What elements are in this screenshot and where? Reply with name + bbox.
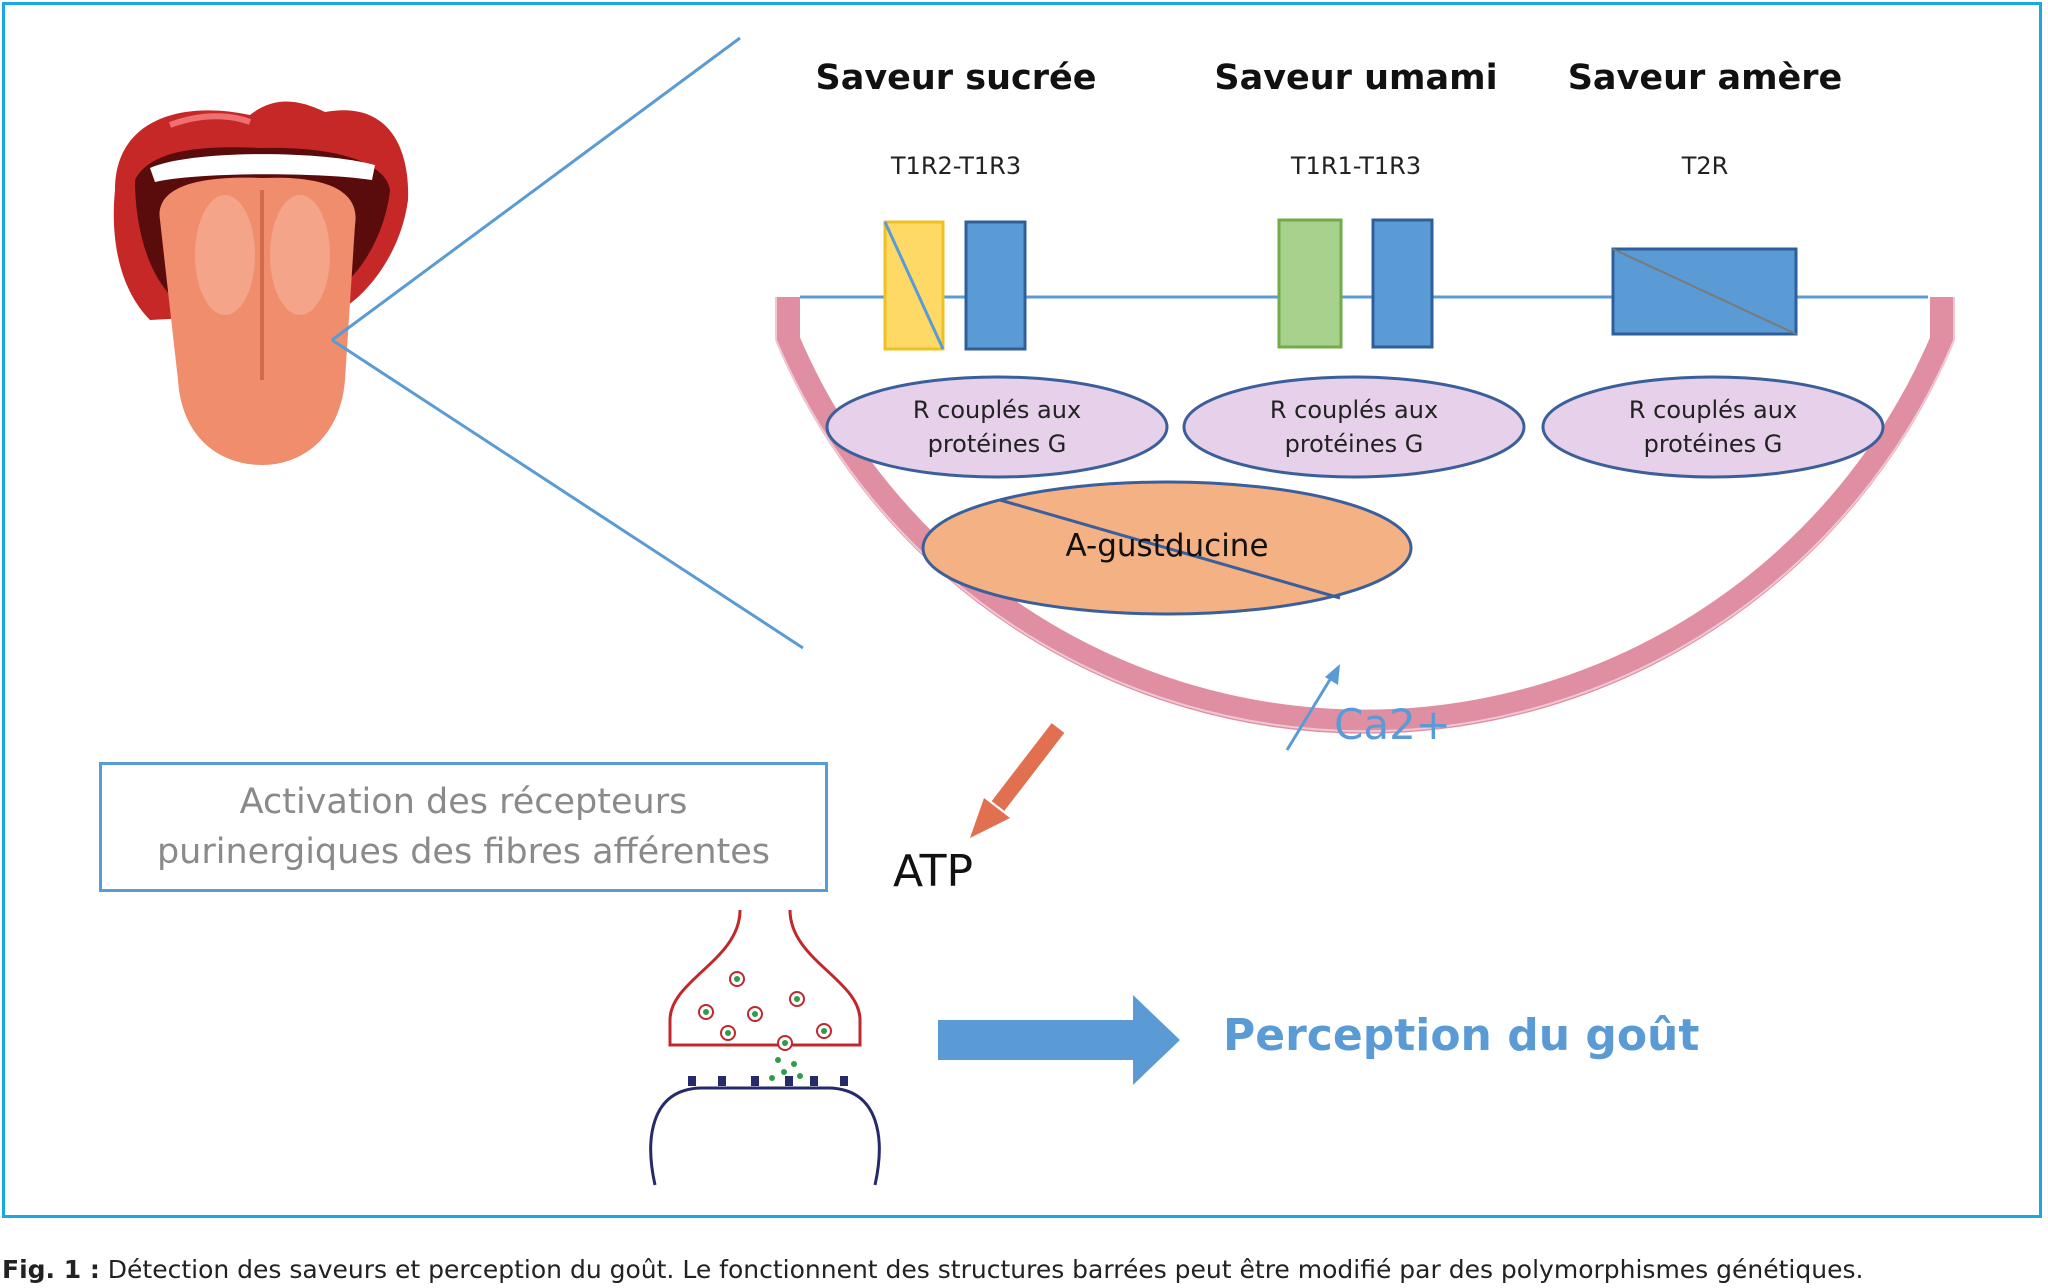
postsynaptic-terminal [649,1086,881,1186]
activation-line-1: Activation des récepteurs [239,782,688,822]
t1r2-strike [883,221,945,350]
gustducin-label: A-gustducine [1065,528,1269,564]
figure-caption: Fig. 1 : Détection des saveurs et percep… [2,1255,1863,1284]
zoom-line-top [331,36,741,342]
taste-diagram [113,36,1955,1186]
tongue-highlight-left [195,195,255,315]
atp-label: ATP [893,846,974,897]
t1r1-receptor [1277,218,1343,349]
t1r3-receptor-umami [1371,218,1434,349]
tongue-highlight-right [270,195,330,315]
calcium-label: Ca2+ [1334,700,1451,749]
t2r-strike [1612,248,1797,335]
presynaptic-terminal [668,909,862,1047]
t1r3-receptor-sweet [964,220,1027,351]
atp-release-arrow [970,723,1065,838]
cell-wall [776,297,1954,734]
zoom-line-bottom [331,338,804,650]
upper-teeth [150,154,375,182]
gpcr-label-sweet: R couplés aux protéines G [912,396,1082,458]
sweet-receptor-label: T1R2-T1R3 [890,152,1022,180]
perception-label: Perception du goût [1223,1010,1700,1061]
caption-prefix: Fig. 1 : [2,1255,100,1284]
caption-text: Détection des saveurs et perception du g… [99,1255,1864,1284]
perception-arrow [938,995,1180,1085]
activation-box: Activation des récepteurs purinergiques … [99,762,828,892]
cell-wall-outline-outer [775,297,1955,733]
activation-line-2: purinergiques des fibres afférentes [156,832,771,872]
calcium-arrow [1285,664,1340,751]
umami-receptor-label: T1R1-T1R3 [1290,152,1422,180]
gpcr-ellipse-bitter [1541,375,1885,479]
sweet-taste-title: Saveur sucrée [815,58,1097,98]
tongue-mouth-icon [113,101,409,466]
bitter-taste-title: Saveur amère [1567,58,1843,98]
bitter-receptor-label: T2R [1681,152,1729,180]
gpcr-label-umami: R couplés aux protéines G [1269,396,1439,458]
gpcr-ellipse-umami [1182,375,1526,479]
gpcr-ellipse-sweet [825,375,1169,479]
tongue-shape [159,177,356,466]
synapse-icon [649,909,881,1186]
umami-taste-title: Saveur umami [1214,58,1498,98]
gustducin-strike [999,498,1341,600]
gpcr-label-bitter: R couplés aux protéines G [1628,396,1798,458]
upper-lip-highlight [168,113,252,128]
